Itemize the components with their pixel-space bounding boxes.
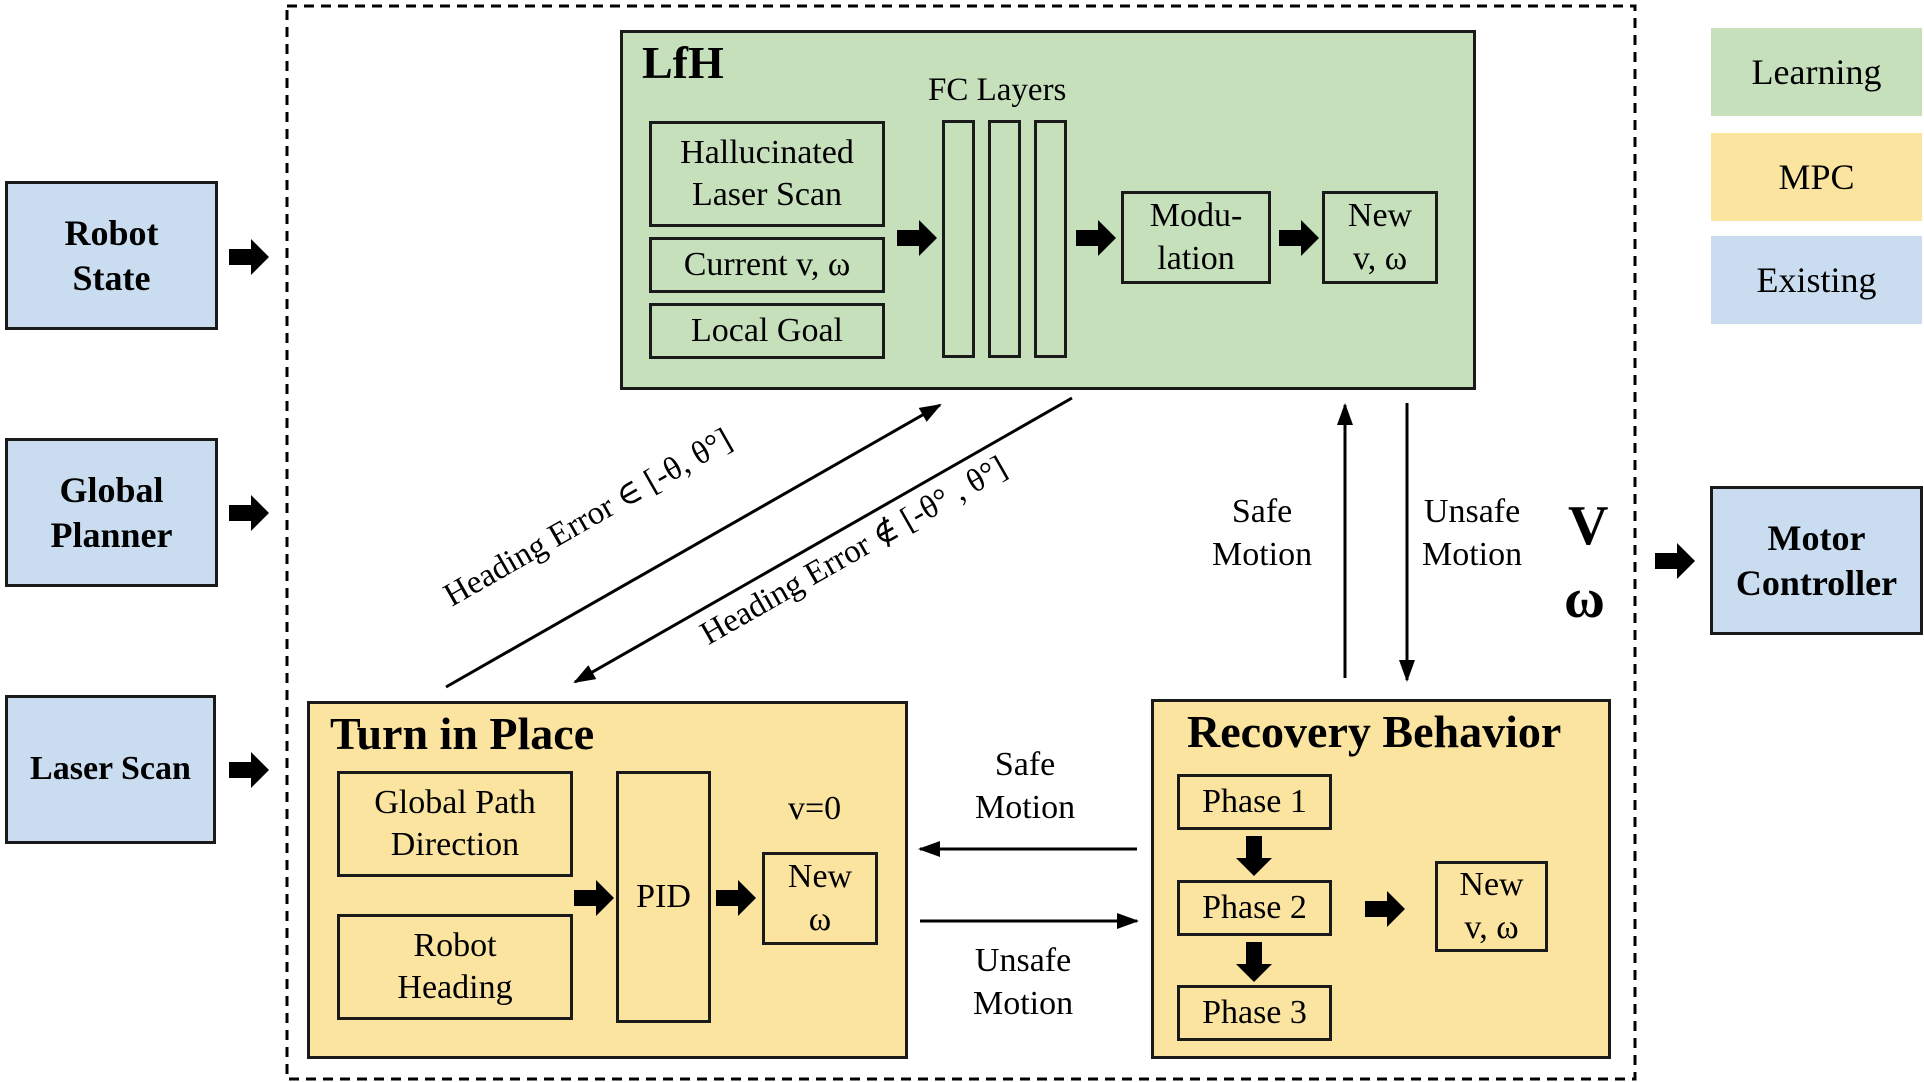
lfh-title: LfH xyxy=(642,37,724,88)
global-planner-label-2: Planner xyxy=(50,514,173,555)
fc-layer-bar xyxy=(988,120,1021,358)
recovery-new-label-1: New xyxy=(1459,866,1524,903)
safe-left-label-1: Safe xyxy=(994,746,1056,783)
hallucinated-scan-label-1: Hallucinated xyxy=(680,133,854,171)
heading-out-label: Heading Error ∉ [-θ° , θ°] xyxy=(694,449,1013,653)
local-goal-label: Local Goal xyxy=(691,311,843,349)
modulation-label-2: lation xyxy=(1157,239,1235,277)
hallucinated-scan-label-2: Laser Scan xyxy=(691,176,843,213)
fc-layers-label: FC Layers xyxy=(928,72,1067,108)
motor-controller-label-1: Motor xyxy=(1767,517,1866,558)
unsafe-down-label-1: Unsafe xyxy=(1423,493,1521,530)
turn-in-place-block xyxy=(307,701,908,1059)
modulation-box: Modu-lation xyxy=(1121,191,1271,284)
robot-state-label-1: Robot xyxy=(64,212,159,253)
heading-out-arrow xyxy=(573,396,1073,684)
lfh-block xyxy=(620,30,1476,390)
output-v-symbol: V xyxy=(1568,495,1609,557)
robot-heading-label-1: Robot xyxy=(413,926,497,964)
robot-heading-label-2: Heading xyxy=(397,969,513,1006)
safe-up-label-2: Motion xyxy=(1212,535,1313,573)
phase-1-box: Phase 1 xyxy=(1177,774,1332,830)
fc-layer-bar xyxy=(942,120,975,358)
pid-box: PID xyxy=(616,771,711,1023)
turn-new-label-1: New xyxy=(787,858,853,895)
safe-up-label-1: Safe xyxy=(1231,493,1293,530)
modulation-label-1: Modu- xyxy=(1149,197,1243,234)
fat-right-arrow-icon xyxy=(1076,220,1116,256)
heading-in-label: Heading Error ∈ [-θ, θ°] xyxy=(437,421,738,614)
fat-right-arrow-icon xyxy=(1655,543,1695,579)
local-goal-box: Local Goal xyxy=(649,303,885,359)
turn-new-output-box: New ω xyxy=(762,852,878,945)
fc-layer-bar xyxy=(1034,120,1067,358)
unsafe-down-label-2: Motion xyxy=(1422,535,1523,573)
current-v-omega-label: Current v, ω xyxy=(683,245,851,283)
fat-right-arrow-icon xyxy=(1279,220,1319,256)
lfh-new-label-2: v, ω xyxy=(1352,239,1408,277)
global-planner-label-1: Global xyxy=(59,469,164,510)
fat-right-arrow-icon xyxy=(229,495,269,531)
recovery-behavior-title: Recovery Behavior xyxy=(1187,706,1562,757)
laser-scan-box: Laser Scan xyxy=(5,695,216,844)
fat-right-arrow-icon xyxy=(229,239,269,275)
turn-new-label-2: ω xyxy=(808,900,832,938)
fat-down-arrow-icon xyxy=(1236,942,1272,982)
unsafe-right-label-1: Unsafe xyxy=(974,942,1072,979)
phase-2-label: Phase 2 xyxy=(1202,888,1307,926)
v-zero-label: v=0 xyxy=(788,790,842,827)
legend-existing-label: Existing xyxy=(1756,260,1877,300)
fat-right-arrow-icon xyxy=(574,880,614,916)
phase-2-box: Phase 2 xyxy=(1177,880,1332,936)
output-omega-symbol: ω xyxy=(1564,568,1605,630)
motor-controller-label-2: Controller xyxy=(1735,562,1898,603)
fat-down-arrow-icon xyxy=(1236,836,1272,876)
recovery-behavior-block xyxy=(1151,699,1611,1059)
unsafe-right-label-2: Motion xyxy=(973,984,1074,1022)
safe-left-label-2: Motion xyxy=(975,788,1076,826)
laser-scan-label: Laser Scan xyxy=(30,750,191,788)
lfh-new-label-1: New xyxy=(1347,197,1413,234)
fat-right-arrow-icon xyxy=(229,752,269,788)
legend-existing: Existing xyxy=(1711,236,1922,324)
fat-right-arrow-icon xyxy=(716,880,756,916)
current-v-omega-box: Current v, ω xyxy=(649,237,885,293)
fat-right-arrow-icon xyxy=(1365,891,1405,927)
recovery-new-label-2: v, ω xyxy=(1464,908,1519,946)
phase-3-box: Phase 3 xyxy=(1177,985,1332,1041)
turn-in-place-title: Turn in Place xyxy=(330,708,595,759)
pid-label: PID xyxy=(636,877,691,915)
robot-state-label-2: State xyxy=(72,257,151,298)
legend-learning: Learning xyxy=(1711,28,1922,116)
legend-learning-label: Learning xyxy=(1751,52,1882,92)
global-path-label-1: Global Path xyxy=(374,783,536,821)
recovery-new-output-box: New v, ω xyxy=(1435,861,1548,952)
lfh-new-output-box: New v, ω xyxy=(1322,191,1438,284)
legend-mpc-label: MPC xyxy=(1778,157,1855,197)
phase-1-label: Phase 1 xyxy=(1202,782,1307,820)
phase-3-label: Phase 3 xyxy=(1202,993,1307,1031)
fat-right-arrow-icon xyxy=(897,220,937,256)
legend-mpc: MPC xyxy=(1711,133,1922,221)
global-path-label-2: Direction xyxy=(390,826,520,863)
